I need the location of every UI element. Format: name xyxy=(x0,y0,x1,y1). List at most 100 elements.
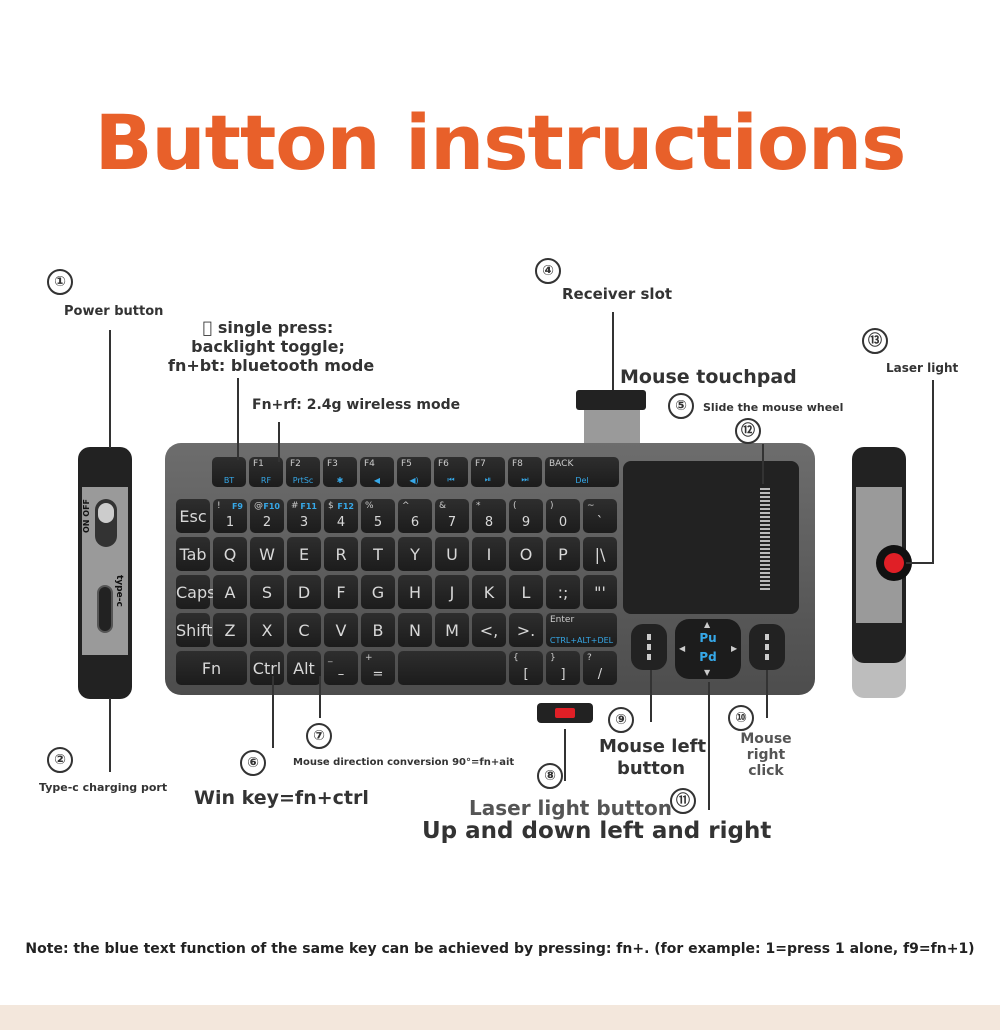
leader-line-receiver xyxy=(612,312,614,390)
fn-key-5: F5◀) xyxy=(397,457,431,487)
q_row-key-1: Q xyxy=(213,537,247,571)
laser-icon xyxy=(555,708,575,718)
label-mouse-left: Mouse left button xyxy=(599,736,707,779)
wheel-ridge xyxy=(760,544,770,546)
number-7: ⑦ xyxy=(306,723,332,749)
q_row-key-2: W xyxy=(250,537,284,571)
a_row-key-3: D xyxy=(287,575,321,609)
arrow-left-icon: ◀ xyxy=(679,644,686,653)
num-key-4-t: $ xyxy=(328,501,334,511)
a_row-key-10: :; xyxy=(546,575,580,609)
num-key-7-r: 7 xyxy=(447,515,457,530)
num-key-6: ^6 xyxy=(398,499,432,533)
bottom-key-6-r: [ xyxy=(523,667,529,682)
wheel-ridge xyxy=(760,580,770,582)
touchpad xyxy=(623,461,799,614)
a_row-key-9: L xyxy=(509,575,543,609)
a_row-key-10-m: :; xyxy=(557,583,569,602)
power-switch-label: ON OFF xyxy=(82,499,91,534)
wheel-ridge xyxy=(760,588,770,590)
fn-key-6-t: F6 xyxy=(438,459,449,469)
a_row-key-9-m: L xyxy=(521,583,531,602)
a_row-key-3-m: D xyxy=(297,583,311,602)
z_row-key-8-m: <, xyxy=(479,621,499,640)
number-5: ⑤ xyxy=(668,393,694,419)
num-key-8: *8 xyxy=(472,499,506,533)
laser-light-button xyxy=(537,703,593,723)
q_row-key-8-m: I xyxy=(486,545,492,564)
direction-pad: Pu Pd ▲ ▼ ◀ ▶ xyxy=(675,619,741,679)
fn-key-7-t: F7 xyxy=(475,459,486,469)
z_row-key-6: N xyxy=(398,613,432,647)
num-key-6-t: ^ xyxy=(402,501,410,511)
bottom-key-3: _– xyxy=(324,651,358,685)
q_row-key-4: R xyxy=(324,537,358,571)
num-key-3-r: 3 xyxy=(299,515,309,530)
bottom-key-0: Fn xyxy=(176,651,247,685)
power-switch xyxy=(95,499,117,547)
q_row-key-3: E xyxy=(287,537,321,571)
num-key-3-t: # xyxy=(291,501,299,511)
q_row-key-11-m: |\ xyxy=(594,545,606,564)
fn-key-8-s: ⏭ xyxy=(521,475,529,484)
wheel-ridge xyxy=(760,500,770,502)
label-power-button: Power button xyxy=(64,304,164,319)
q_row-key-11: |\ xyxy=(583,537,617,571)
num-key-10-r: 0 xyxy=(558,515,568,530)
usb-receiver xyxy=(576,390,646,410)
enter-key-t: Enter xyxy=(550,615,575,625)
q_row-key-0-m: Tab xyxy=(179,545,207,564)
a_row-key-7: J xyxy=(435,575,469,609)
leader-line-rf xyxy=(278,422,280,462)
label-mouse-right: Mouse right click xyxy=(740,731,792,779)
q_row-key-10-m: P xyxy=(558,545,568,564)
a_row-key-11-m: "' xyxy=(594,583,606,602)
number-13: ⑬ xyxy=(862,328,888,354)
num-key-7-t: & xyxy=(439,501,447,511)
fn-key-8-t: F8 xyxy=(512,459,523,469)
fn-key-2-t: F2 xyxy=(290,459,301,469)
arrow-down-icon: ▼ xyxy=(704,668,711,677)
a_row-key-1: A xyxy=(213,575,247,609)
bottom-key-8-t: ? xyxy=(587,653,592,663)
num-key-0: Esc xyxy=(176,499,210,533)
num-key-2-r: 2 xyxy=(262,515,272,530)
num-key-3-tb: F11 xyxy=(300,502,317,511)
wheel-ridge xyxy=(760,560,770,562)
mouse-right-button xyxy=(749,624,785,670)
bottom-key-4: += xyxy=(361,651,395,685)
label-laser-button: Laser light button xyxy=(469,796,672,820)
leader-line-ctrl xyxy=(272,676,274,748)
wheel-ridge xyxy=(760,512,770,514)
num-key-10-t: ) xyxy=(550,501,554,511)
page-down-label: Pd xyxy=(699,650,717,664)
wheel-ridge xyxy=(760,556,770,558)
wheel-ridge xyxy=(760,548,770,550)
z_row-key-2-m: X xyxy=(261,621,273,640)
z_row-key-2: X xyxy=(250,613,284,647)
z_row-key-9-m: >. xyxy=(516,621,536,640)
leader-line-bt xyxy=(237,378,239,460)
a_row-key-11: "' xyxy=(583,575,617,609)
a_row-key-6: H xyxy=(398,575,432,609)
num-key-11-t: ~ xyxy=(587,501,595,511)
bottom-key-1: Ctrl xyxy=(250,651,284,685)
label-slide-wheel: Slide the mouse wheel xyxy=(703,401,844,414)
leader-line-laser-button xyxy=(564,729,566,781)
a_row-key-5-m: G xyxy=(371,583,385,602)
label-typec-port: Type-c charging port xyxy=(39,781,168,794)
num-key-10: )0 xyxy=(546,499,580,533)
wheel-ridge xyxy=(760,504,770,506)
a_row-key-2: S xyxy=(250,575,284,609)
number-12: ⑫ xyxy=(735,418,761,444)
z_row-key-7: M xyxy=(435,613,469,647)
fn-key-4: F4◀ xyxy=(360,457,394,487)
wheel-ridge xyxy=(760,492,770,494)
fn-key-3-t: F3 xyxy=(327,459,338,469)
q_row-key-2-m: W xyxy=(259,545,275,564)
